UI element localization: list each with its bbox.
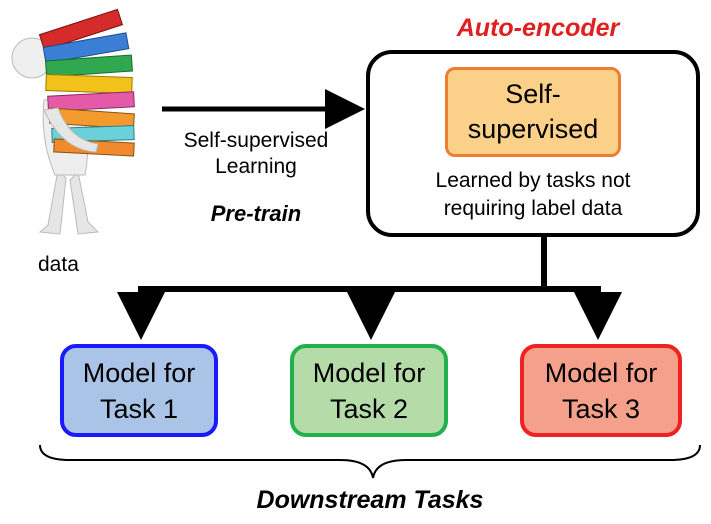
description-line1: Learned by tasks not [435,169,631,192]
task-3-line2: Task 3 [561,393,641,424]
autoencoder-box: Self- supervised Learned by tasks not re… [366,50,700,237]
arrow-label-line2: Learning [215,155,297,178]
self-supervised-box: Self- supervised [445,67,621,157]
task-1-box: Model for Task 1 [60,344,218,437]
autoencoder-title: Auto-encoder [456,14,620,42]
task-1-line2: Task 1 [99,393,179,424]
downstream-brace [39,444,701,479]
task-3-line1: Model for [544,357,658,388]
task-2-box: Model for Task 2 [290,344,448,437]
description-line2: requiring label data [443,197,623,220]
self-supervised-line2: supervised [467,114,599,144]
binders-stack [38,8,135,157]
task-3-box: Model for Task 3 [520,344,682,437]
task-2-line1: Model for [312,357,426,388]
arrow-label: Self-supervised Learning [156,128,356,180]
downstream-tasks-label: Downstream Tasks [256,486,484,514]
autoencoder-description: Learned by tasks not requiring label dat… [436,167,631,223]
task-1-line1: Model for [82,357,196,388]
self-supervised-line1: Self- [505,79,561,109]
pretrain-label: Pre-train [210,201,302,226]
data-label: data [38,253,79,276]
task-2-line2: Task 2 [329,393,409,424]
arrow-label-line1: Self-supervised [183,129,329,152]
